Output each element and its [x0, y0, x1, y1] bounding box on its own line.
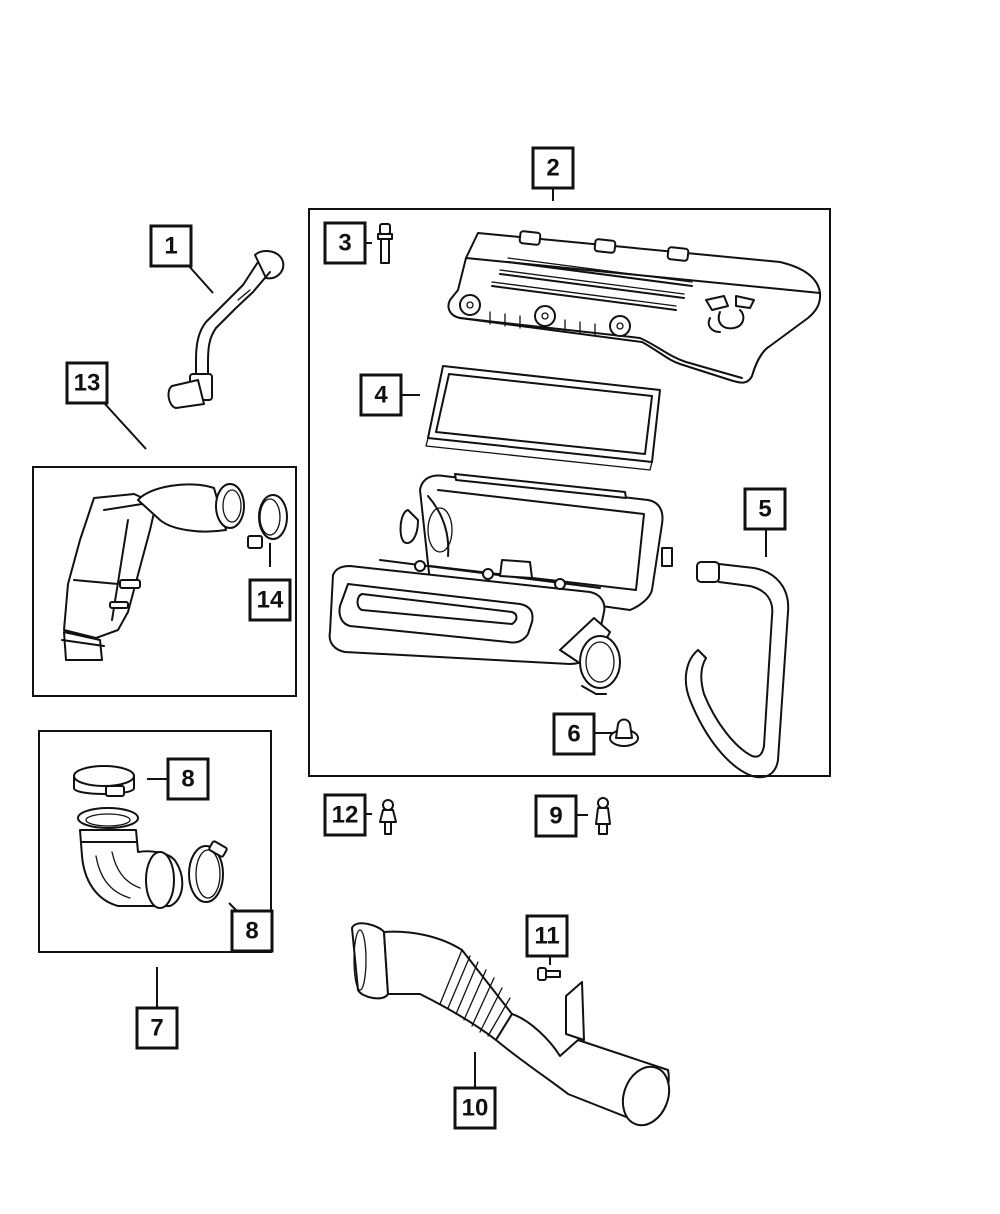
callout-7-label: 7 [150, 1015, 163, 1042]
part-clamp-8-upper[interactable] [73, 765, 135, 797]
part-bolt-3[interactable] [377, 223, 393, 264]
leader-13 [104, 403, 147, 450]
part-grommet[interactable] [609, 718, 639, 747]
part-air-cleaner-housing[interactable] [328, 473, 673, 695]
callout-14-label: 14 [257, 587, 284, 614]
callout-9[interactable]: 9 [534, 794, 578, 838]
group-frame-clean-air-duct [32, 466, 297, 697]
part-clamp-14[interactable] [247, 494, 288, 549]
callout-11[interactable]: 11 [525, 914, 569, 958]
callout-4-label: 4 [374, 382, 388, 409]
callout-11-label: 11 [534, 923, 559, 950]
part-clamp-8-lower[interactable] [188, 840, 228, 903]
callout-12-label: 12 [332, 802, 359, 829]
part-clean-air-duct[interactable] [61, 483, 245, 661]
part-air-filter[interactable] [425, 365, 661, 471]
callout-6-label: 6 [567, 721, 580, 748]
part-hose-5[interactable] [684, 561, 790, 779]
part-air-inlet-duct[interactable] [351, 922, 677, 1131]
callout-8-lower[interactable]: 8 [230, 909, 274, 953]
callout-10-label: 10 [462, 1095, 489, 1122]
callout-13-label: 13 [74, 370, 101, 397]
callout-5-label: 5 [758, 496, 771, 523]
callout-1-label: 1 [164, 233, 177, 260]
leader-1 [187, 264, 214, 294]
callout-2[interactable]: 2 [531, 146, 575, 190]
callout-12[interactable]: 12 [323, 793, 367, 837]
callout-13[interactable]: 13 [65, 361, 109, 405]
callout-8-upper-label: 8 [181, 766, 194, 793]
callout-2-label: 2 [546, 155, 559, 182]
callout-3-label: 3 [338, 230, 351, 257]
callout-14[interactable]: 14 [248, 578, 292, 622]
part-air-cleaner-cover[interactable] [447, 230, 822, 384]
part-breather-hose[interactable] [167, 249, 285, 409]
part-elbow-duct[interactable] [77, 807, 184, 909]
group-frame-inlet-duct-kit [38, 730, 272, 953]
callout-7[interactable]: 7 [135, 1006, 179, 1050]
part-stud-12[interactable] [379, 799, 397, 835]
callout-1[interactable]: 1 [149, 224, 193, 268]
scorpion-logo-icon [705, 295, 755, 333]
callout-5[interactable]: 5 [743, 487, 787, 531]
part-stud-9[interactable] [595, 797, 611, 835]
callout-4[interactable]: 4 [359, 373, 403, 417]
part-bolt-11[interactable] [537, 967, 561, 981]
callout-10[interactable]: 10 [453, 1086, 497, 1130]
corrugated-bellows [439, 949, 511, 1037]
group-frame-air-cleaner [308, 208, 831, 777]
callout-9-label: 9 [549, 803, 562, 830]
callout-3[interactable]: 3 [323, 221, 367, 265]
callout-6[interactable]: 6 [552, 712, 596, 756]
callout-8-lower-label: 8 [245, 918, 258, 945]
callout-8-upper[interactable]: 8 [166, 757, 210, 801]
